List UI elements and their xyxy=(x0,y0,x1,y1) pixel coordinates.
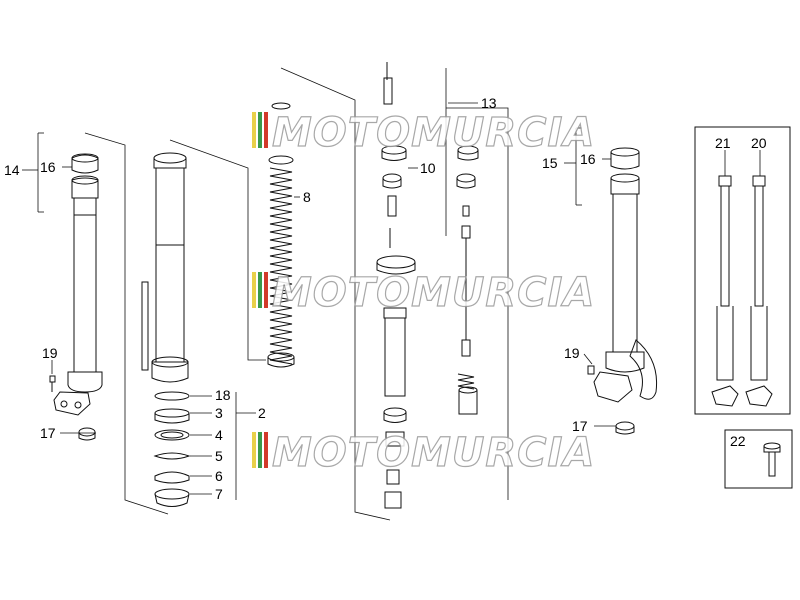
callout-17-right: 17 xyxy=(572,418,588,434)
watermark-middle: MOTOMURCIA xyxy=(252,269,595,317)
fork-spring xyxy=(267,102,295,368)
callout-4: 4 xyxy=(215,427,223,443)
watermark-text: MOTOMURCIA xyxy=(272,430,595,476)
callout-13: 13 xyxy=(481,95,497,111)
right-outer-tube xyxy=(587,147,658,435)
callout-5: 5 xyxy=(215,448,223,464)
inner-tube xyxy=(141,152,189,383)
left-outer-tube xyxy=(49,153,103,441)
callout-19-left: 19 xyxy=(42,345,58,361)
callout-10: 10 xyxy=(420,160,436,176)
callout-18: 18 xyxy=(215,387,231,403)
callout-2: 2 xyxy=(258,405,266,421)
callout-labels: 2 3 4 5 6 7 8 10 13 14 15 16 16 17 17 18… xyxy=(4,95,767,502)
callout-3: 3 xyxy=(215,405,223,421)
watermark-top: MOTOMURCIA xyxy=(252,109,595,157)
callout-21: 21 xyxy=(715,135,731,151)
watermark-bottom: MOTOMURCIA xyxy=(252,429,595,477)
watermark-text: MOTOMURCIA xyxy=(272,270,595,316)
callout-8: 8 xyxy=(303,189,311,205)
bolt-box xyxy=(724,429,793,489)
fork-kit-box xyxy=(694,126,791,415)
callout-20: 20 xyxy=(751,135,767,151)
callout-16-right: 16 xyxy=(580,151,596,167)
damper-rod xyxy=(456,145,479,415)
callout-6: 6 xyxy=(215,468,223,484)
damper-cartridge xyxy=(376,62,416,509)
callout-14: 14 xyxy=(4,162,20,178)
callout-17-left: 17 xyxy=(40,425,56,441)
callout-15: 15 xyxy=(542,155,558,171)
watermark-text: MOTOMURCIA xyxy=(272,110,595,156)
callout-19-right: 19 xyxy=(564,345,580,361)
callout-22: 22 xyxy=(730,433,746,449)
callout-7: 7 xyxy=(215,486,223,502)
seal-kit xyxy=(153,391,191,507)
leader-lines xyxy=(22,67,761,521)
callout-16-left: 16 xyxy=(40,159,56,175)
